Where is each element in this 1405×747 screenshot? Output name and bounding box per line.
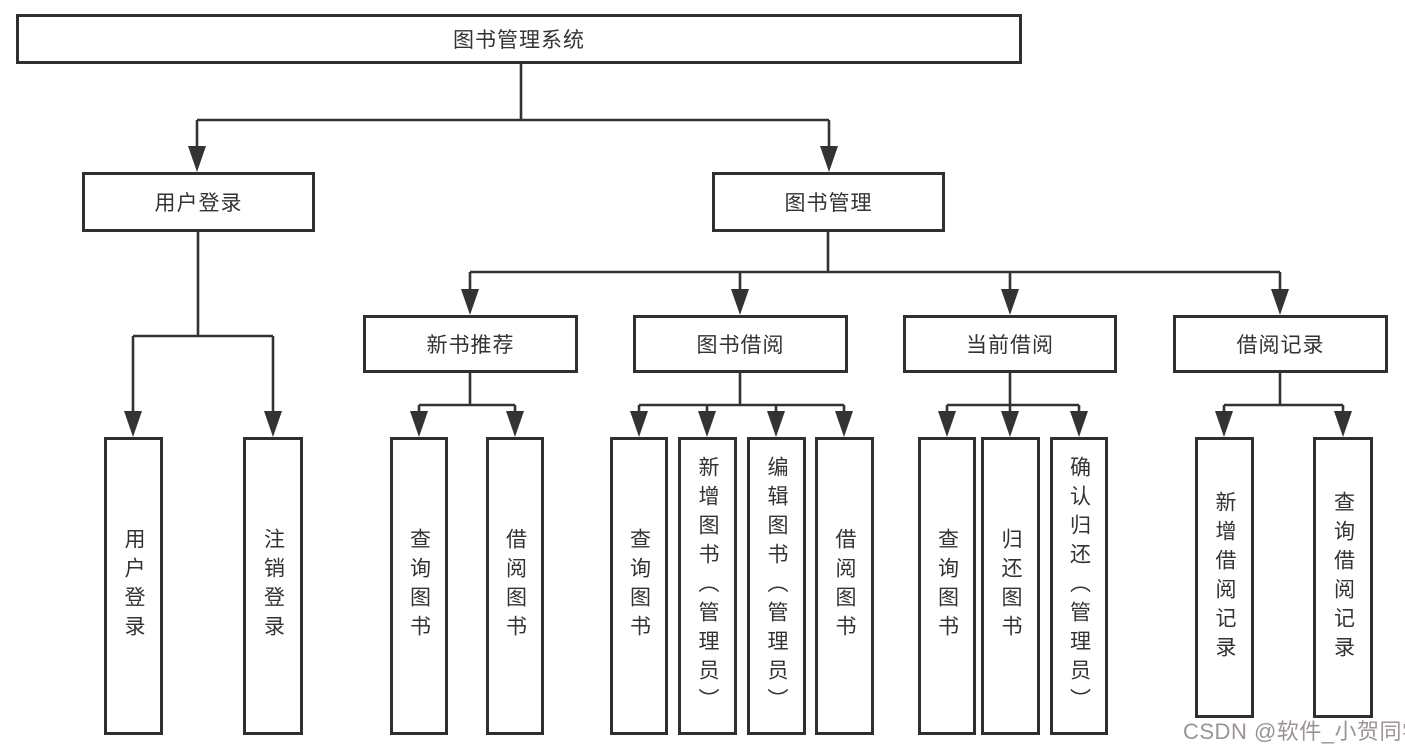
node-label: 注销登录 [261,528,285,644]
leaf-borrow-books: 借阅图书 [486,437,544,735]
node-label: 图书管理 [784,192,873,215]
node-label: 查询借阅记录 [1331,490,1355,665]
leaf-query-borrow-record: 查询借阅记录 [1313,437,1373,718]
node-current-borrow: 当前借阅 [903,315,1117,373]
leaf-add-books-admin: 新增图书（管理员） [678,437,737,735]
leaf-query-books: 查询图书 [390,437,448,735]
node-label: 图书借阅 [696,334,785,357]
node-label: 当前借阅 [966,334,1054,357]
node-label: 编辑图书（管理员） [765,455,788,717]
node-label: 查询图书 [407,528,431,644]
node-label: 借阅记录 [1236,334,1325,357]
node-label: 借阅图书 [503,528,527,644]
node-label: 新增图书（管理员） [696,455,719,717]
leaf-query-books: 查询图书 [610,437,668,735]
node-label: 新增借阅记录 [1213,490,1236,665]
node-label: 借阅图书 [833,528,856,644]
leaf-query-books: 查询图书 [918,437,976,735]
leaf-confirm-return-admin: 确认归还（管理员） [1050,437,1108,735]
node-label: 确认归还（管理员） [1067,455,1091,717]
csdn-watermark: CSDN @软件_小贺同学 [1183,719,1405,744]
leaf-user-login: 用户登录 [104,437,163,735]
node-label: 用户登录 [122,528,145,644]
node-label: 归还图书 [999,528,1022,644]
node-label: 查询图书 [935,528,959,644]
node-label: 查询图书 [627,528,651,644]
node-book-management: 图书管理 [712,172,945,232]
node-borrow-records: 借阅记录 [1173,315,1388,373]
node-library-system: 图书管理系统 [16,14,1022,64]
node-user-login: 用户登录 [82,172,315,232]
node-label: 用户登录 [154,192,243,215]
leaf-return-books: 归还图书 [981,437,1040,735]
node-book-borrow: 图书借阅 [633,315,848,373]
node-new-book-recommend: 新书推荐 [363,315,578,373]
leaf-edit-books-admin: 编辑图书（管理员） [747,437,806,735]
node-label: 新书推荐 [426,334,515,357]
node-label: 图书管理系统 [453,29,585,52]
leaf-borrow-books: 借阅图书 [815,437,874,735]
leaf-logout: 注销登录 [243,437,303,735]
leaf-add-borrow-record: 新增借阅记录 [1195,437,1254,718]
